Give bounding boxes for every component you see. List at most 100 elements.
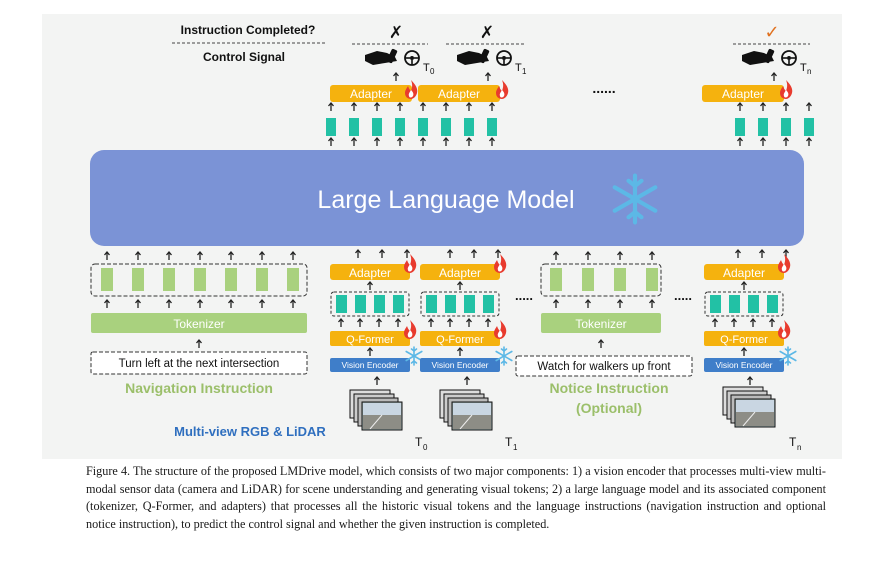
text-token (256, 268, 268, 291)
timestep-sub-tn: n (807, 67, 811, 76)
q-former-label: Q-Former (346, 334, 394, 346)
flame-icon (494, 320, 507, 339)
text-token (132, 268, 144, 291)
notice-instruction-label: Notice Instruction (549, 380, 668, 396)
arrow-icon (494, 249, 502, 259)
output-token (464, 118, 474, 136)
arrow-icon (456, 281, 464, 291)
q-former (704, 331, 784, 346)
arrow-icon (759, 137, 767, 147)
arrow-icon (734, 249, 742, 259)
arrow-icon (373, 102, 381, 112)
top-token-rows (326, 102, 814, 147)
arrow-icon (165, 299, 173, 309)
visual-token (426, 295, 437, 313)
sensor-input-label: Multi-view RGB & LiDAR (174, 424, 326, 439)
timestep-label-t1: T (515, 62, 522, 74)
arrow-icon (134, 299, 142, 309)
navigation-tokenizer-label: Tokenizer (173, 317, 224, 331)
arrow-icon (419, 102, 427, 112)
sensor-timestep-sub-t0: 0 (423, 443, 428, 452)
output-token (418, 118, 428, 136)
visual-token (464, 295, 475, 313)
timestep-sub-t0: 0 (430, 67, 435, 76)
navigation-tokens (101, 268, 299, 309)
arrow-icon (396, 137, 404, 147)
arrow-icon (446, 318, 454, 328)
arrow-icon (584, 299, 592, 309)
flame-icon (404, 254, 417, 273)
arrow-icon (165, 251, 173, 261)
output-token (326, 118, 336, 136)
arrow-icon (746, 376, 754, 386)
flame-icon (494, 254, 507, 273)
vision-encoder (330, 358, 410, 372)
notice-instruction-box (515, 355, 693, 377)
visual-token (393, 295, 404, 313)
arrow-icon (749, 318, 757, 328)
q-former (330, 331, 410, 346)
arrow-icon (805, 137, 813, 147)
arrow-icon (446, 249, 454, 259)
top-adapter-label-t0: Adapter (350, 87, 392, 101)
camera-frame-stack-icon (722, 386, 776, 428)
arrow-icon (465, 318, 473, 328)
flame-icon (496, 80, 509, 99)
navigation-tokenizer (91, 313, 307, 333)
timestep-label-t0: T (423, 62, 430, 74)
arrow-icon (552, 251, 560, 261)
status-mark-tn: ✓ (764, 22, 779, 43)
camera-frame-stack-icon (439, 389, 493, 431)
flame-icon (404, 320, 417, 339)
arrow-icon (403, 249, 411, 259)
visual-adapter-label: Adapter (349, 266, 391, 280)
visual-token (710, 295, 721, 313)
notice-tokenizer-label: Tokenizer (575, 317, 626, 331)
notice-token-box (540, 263, 662, 297)
steering-wheel-icon (781, 50, 797, 66)
output-token (349, 118, 359, 136)
arrow-icon (378, 249, 386, 259)
arrow-icon (488, 137, 496, 147)
text-token (101, 268, 113, 291)
arrow-icon (552, 299, 560, 309)
top-adapter-t0 (330, 85, 412, 102)
sensor-timestep-t0: T (415, 435, 423, 449)
arrow-icon (227, 251, 235, 261)
arrow-icon (373, 376, 381, 386)
large-language-model-label: Large Language Model (317, 186, 574, 214)
arrow-icon (427, 318, 435, 328)
arrow-icon (327, 102, 335, 112)
arrow-icon (103, 251, 111, 261)
arrow-icon (227, 299, 235, 309)
timestep-sub-t1: 1 (522, 67, 527, 76)
arrow-icon (373, 137, 381, 147)
arrow-icon (805, 102, 813, 112)
arrow-icon (740, 347, 748, 357)
sensor-timestep-tn: T (789, 435, 797, 449)
control-signal-label: Control Signal (203, 50, 285, 64)
arrow-icon (356, 318, 364, 328)
arrow-icon (419, 137, 427, 147)
visual-token (748, 295, 759, 313)
arrow-icon (366, 281, 374, 291)
arrow-icon (196, 299, 204, 309)
arrow-icon (740, 281, 748, 291)
arrow-icon (648, 299, 656, 309)
arrow-icon (782, 137, 790, 147)
sensor-timestep-sub-t1: 1 (513, 443, 518, 452)
arrow-icon (289, 251, 297, 261)
output-token (372, 118, 382, 136)
top-adapter-label-tn: Adapter (722, 87, 764, 101)
arrow-icon (470, 249, 478, 259)
vision-encoder-label: Vision Encoder (341, 360, 398, 370)
arrow-icon (465, 102, 473, 112)
visual-token (483, 295, 494, 313)
visual-token-box (330, 291, 410, 317)
flame-icon (778, 254, 791, 273)
arrow-icon (350, 102, 358, 112)
visual-token (336, 295, 347, 313)
arrow-icon (258, 251, 266, 261)
arrow-icon (350, 137, 358, 147)
arrow-icon (337, 318, 345, 328)
